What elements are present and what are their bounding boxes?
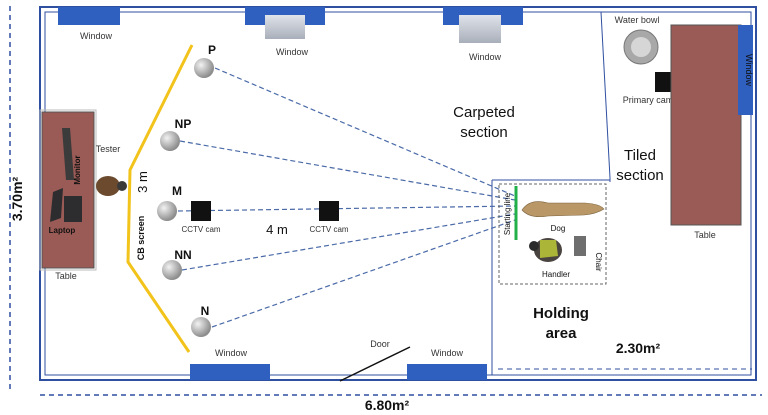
handler-vest-icon (540, 240, 558, 258)
tester-label: Tester (96, 144, 121, 154)
window-bottom-left-label: Window (215, 348, 248, 358)
window-right-label: Window (744, 54, 754, 87)
sightline-m (177, 205, 516, 212)
handler-head-icon (529, 241, 539, 251)
position-np-ball (160, 131, 180, 151)
left-table-frame (39, 109, 97, 271)
left-table (41, 111, 95, 269)
tiled-section-line1: Tiled (624, 147, 656, 164)
sightline-np (179, 140, 516, 201)
cctv-camera-2-label: CCTV cam (309, 225, 348, 234)
position-m-label: M (172, 184, 182, 198)
window-bottom-right-label: Window (431, 348, 464, 358)
window-top-left-label: Window (80, 31, 113, 41)
sightline-p (214, 67, 516, 197)
door-label: Door (370, 339, 390, 349)
distance-3m-label: 3 m (135, 171, 150, 193)
cctv-camera-1-label: CCTV cam (181, 225, 220, 234)
tester-icon (96, 176, 120, 196)
room-inner-outline (44, 11, 752, 376)
tiled-section-divider (600, 11, 611, 179)
holding-enclosure (498, 183, 607, 285)
holding-area-size-label: 2.30m² (616, 340, 661, 356)
dog-label: Dog (551, 224, 566, 233)
position-n-label: N (201, 304, 210, 318)
position-n-ball (191, 317, 211, 337)
cb-screen (126, 44, 194, 353)
laptop-label: Laptop (49, 226, 76, 235)
tester-head-icon (117, 181, 127, 191)
room-height-label: 3.70m² (9, 176, 25, 221)
position-p-ball (194, 58, 214, 78)
starting-line-label: Starting line (503, 192, 512, 235)
position-p-label: P (208, 43, 216, 57)
window-bottom-right (407, 364, 487, 380)
position-nn-ball (162, 260, 182, 280)
window-top-right-glass (459, 15, 501, 43)
tiled-section-line2: section (616, 167, 664, 184)
window-bottom-left (190, 364, 270, 380)
door-swing (339, 346, 411, 382)
window-top-right-label: Window (469, 52, 502, 62)
laptop-icon (50, 188, 82, 222)
position-np-label: NP (175, 117, 192, 131)
position-nn-label: NN (174, 248, 191, 262)
water-bowl-inner (631, 37, 651, 57)
distance-4m-label: 4 m (266, 222, 288, 237)
handler-label: Handler (542, 270, 570, 279)
dog-icon (521, 201, 605, 218)
holding-area-line2: area (546, 325, 578, 342)
holding-area-line1: Holding (533, 305, 589, 322)
sightline-nn (181, 213, 516, 271)
left-table-label: Table (55, 271, 77, 281)
window-right-wall (738, 25, 753, 115)
carpeted-section-line1: Carpeted (453, 104, 515, 121)
cb-screen-label: CB screen (136, 216, 146, 261)
room-width-label: 6.80m² (365, 397, 410, 413)
window-top-middle-label: Window (276, 47, 309, 57)
primary-camera-label: Primary cam (623, 95, 674, 105)
window-top-left (58, 7, 120, 25)
monitor-icon (62, 128, 74, 180)
position-m-ball (157, 201, 177, 221)
right-table (670, 24, 742, 226)
monitor-label: Monitor (73, 155, 82, 184)
chair-label: Chair (594, 252, 603, 271)
water-bowl-label: Water bowl (615, 15, 660, 25)
cctv-camera-1-icon (191, 201, 211, 221)
window-top-middle-glass (265, 15, 305, 39)
cctv-camera-2-icon (319, 201, 339, 221)
right-table-label: Table (694, 230, 716, 240)
sightline-n (211, 219, 516, 328)
carpeted-section-line2: section (460, 124, 508, 141)
chair-icon (574, 236, 586, 256)
